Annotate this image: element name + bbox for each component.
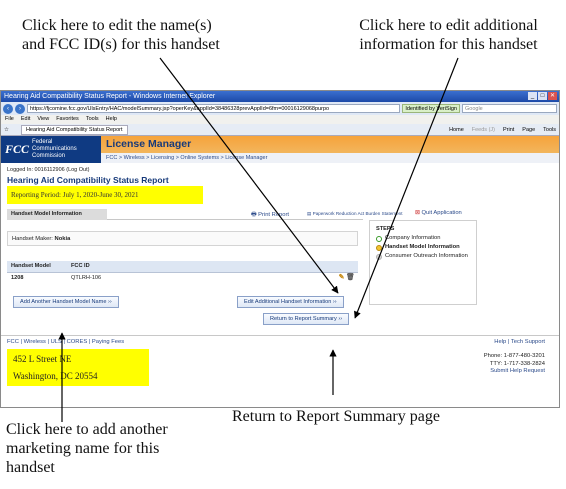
help-links[interactable]: Help | Tech Support bbox=[494, 339, 545, 345]
pra-link[interactable]: ▤ Paperwork Reduction Act Burden Stateme… bbox=[307, 211, 403, 217]
tab-bar: ☆ Hearing Aid Compatibility Status Repor… bbox=[1, 124, 559, 136]
col-actions bbox=[241, 261, 358, 273]
callout-return-summary: Return to Report Summary page bbox=[232, 408, 440, 425]
menu-edit[interactable]: Edit bbox=[20, 116, 31, 122]
edit-additional-info-button[interactable]: Edit Additional Handset Information ›› bbox=[237, 296, 344, 308]
menu-bar: File Edit View Favorites Tools Help bbox=[1, 115, 559, 124]
fcc-logo[interactable]: FCC Federal Communications Commission bbox=[1, 136, 101, 163]
step-label: Consumer Outreach Information bbox=[385, 253, 468, 259]
step-current-icon bbox=[376, 245, 382, 251]
callout-add-name: Click here to add another marketing name… bbox=[6, 421, 168, 476]
browser-tab[interactable]: Hearing Aid Compatibility Status Report bbox=[20, 124, 128, 135]
contact-info: Phone: 1-877-480-3201 TTY: 1-717-338-282… bbox=[484, 353, 545, 376]
footer-divider bbox=[1, 335, 559, 336]
step-handset-model-info[interactable]: Handset Model Information bbox=[376, 244, 470, 251]
pra-label: Paperwork Reduction Act Burden Statement bbox=[312, 211, 403, 216]
handset-table: Handset Model FCC ID 1208 QTLRH-106 ✎ 🗑 bbox=[7, 261, 358, 283]
breadcrumb[interactable]: FCC > Wireless > Licensing > Online Syst… bbox=[101, 153, 559, 163]
submit-help-link[interactable]: Submit Help Request bbox=[490, 368, 545, 374]
delete-trash-icon[interactable]: 🗑 bbox=[346, 273, 355, 281]
close-icon[interactable]: ✕ bbox=[548, 92, 557, 100]
quit-link[interactable]: ⊠ Quit Application bbox=[415, 210, 462, 216]
add-handset-model-button[interactable]: Add Another Handset Model Name ›› bbox=[13, 296, 119, 308]
menu-help[interactable]: Help bbox=[105, 116, 117, 122]
cmd-page[interactable]: Page bbox=[522, 126, 536, 133]
quit-icon: ⊠ bbox=[415, 210, 420, 216]
maker-label: Handset Maker: bbox=[12, 236, 53, 242]
maker-value: Nokia bbox=[54, 236, 71, 242]
favorites-star-icon[interactable]: ☆ bbox=[4, 126, 9, 133]
app-title: License Manager bbox=[106, 138, 192, 150]
back-icon[interactable]: ‹ bbox=[3, 103, 13, 114]
fcc-address: 452 L Street NE Washington, DC 20554 bbox=[7, 349, 149, 386]
handset-maker-row: Handset Maker: Nokia bbox=[7, 231, 358, 246]
edit-pencil-icon[interactable]: ✎ bbox=[338, 273, 345, 281]
steps-panel: STEPS Company Information Handset Model … bbox=[369, 220, 477, 305]
phone-number: Phone: 1-877-480-3201 bbox=[483, 353, 545, 359]
step-consumer-outreach[interactable]: Consumer Outreach Information bbox=[376, 253, 470, 260]
menu-favorites[interactable]: Favorites bbox=[56, 116, 79, 122]
maximize-icon[interactable]: □ bbox=[538, 92, 547, 100]
minimize-icon[interactable]: _ bbox=[528, 92, 537, 100]
table-header-row: Handset Model FCC ID bbox=[7, 261, 358, 273]
step-pending-icon bbox=[376, 254, 382, 260]
callout-edit-name: Click here to edit the name(s) and FCC I… bbox=[22, 17, 220, 53]
cmd-print[interactable]: Print bbox=[502, 126, 515, 133]
menu-tools[interactable]: Tools bbox=[85, 116, 99, 122]
step-company-info[interactable]: Company Information bbox=[376, 235, 470, 242]
steps-title: STEPS bbox=[376, 226, 395, 232]
page-title: Hearing Aid Compatibility Status Report bbox=[7, 175, 169, 185]
menu-file[interactable]: File bbox=[5, 116, 14, 122]
document-icon: ▤ bbox=[307, 211, 312, 216]
print-report-label: Print Report bbox=[258, 212, 290, 218]
cmd-home[interactable]: Home bbox=[449, 126, 464, 133]
logged-in-status[interactable]: Logged In: 0016112906 (Log Out) bbox=[7, 167, 90, 173]
forward-icon[interactable]: › bbox=[15, 103, 25, 114]
browser-screenshot: Hearing Aid Compatibility Status Report … bbox=[0, 90, 560, 408]
url-field[interactable]: https://fjcomine.fcc.gov/UlsEntry/HAC/mo… bbox=[27, 104, 401, 113]
window-titlebar: Hearing Aid Compatibility Status Report … bbox=[1, 91, 559, 102]
menu-view[interactable]: View bbox=[37, 116, 50, 122]
main-content: Logged In: 0016112906 (Log Out) Hearing … bbox=[1, 163, 559, 403]
cmd-tools[interactable]: Tools bbox=[543, 126, 556, 133]
cell-fcc-id: QTLRH-106 bbox=[71, 274, 102, 281]
callout-edit-info: Click here to edit additional informatio… bbox=[359, 17, 538, 53]
col-handset-model: Handset Model bbox=[7, 261, 67, 273]
identified-badge[interactable]: Identified by VeriSign bbox=[402, 104, 460, 113]
printer-icon: 🖶 bbox=[251, 212, 257, 218]
step-label: Company Information bbox=[385, 235, 441, 241]
table-row: 1208 QTLRH-106 ✎ 🗑 bbox=[7, 272, 358, 283]
step-complete-icon bbox=[376, 236, 382, 242]
step-label: Handset Model Information bbox=[385, 244, 460, 250]
tty-number: TTY: 1-717-338-2824 bbox=[489, 360, 545, 367]
print-report-link[interactable]: 🖶 Print Report bbox=[251, 210, 289, 220]
reporting-period: Reporting Period: July 1, 2020-June 30, … bbox=[7, 186, 203, 204]
cmd-feeds[interactable]: Feeds (J) bbox=[471, 126, 495, 133]
footer-links[interactable]: FCC | Wireless | ULS | CORES | Paying Fe… bbox=[7, 339, 125, 345]
section-tab: Handset Model Information bbox=[7, 209, 107, 220]
agency-name: Federal Communications Commission bbox=[32, 139, 77, 159]
return-to-summary-button[interactable]: Return to Report Summary ›› bbox=[263, 313, 350, 325]
quit-label: Quit Application bbox=[421, 210, 462, 216]
window-title: Hearing Aid Compatibility Status Report … bbox=[4, 93, 216, 100]
site-header: FCC Federal Communications Commission Li… bbox=[1, 136, 559, 163]
search-input[interactable]: Google bbox=[462, 104, 557, 113]
col-fcc-id: FCC ID bbox=[67, 261, 242, 273]
cell-handset-model: 1208 bbox=[11, 274, 24, 281]
fcc-seal: FCC bbox=[5, 142, 30, 156]
address-bar: ‹ › https://fjcomine.fcc.gov/UlsEntry/HA… bbox=[1, 102, 559, 115]
